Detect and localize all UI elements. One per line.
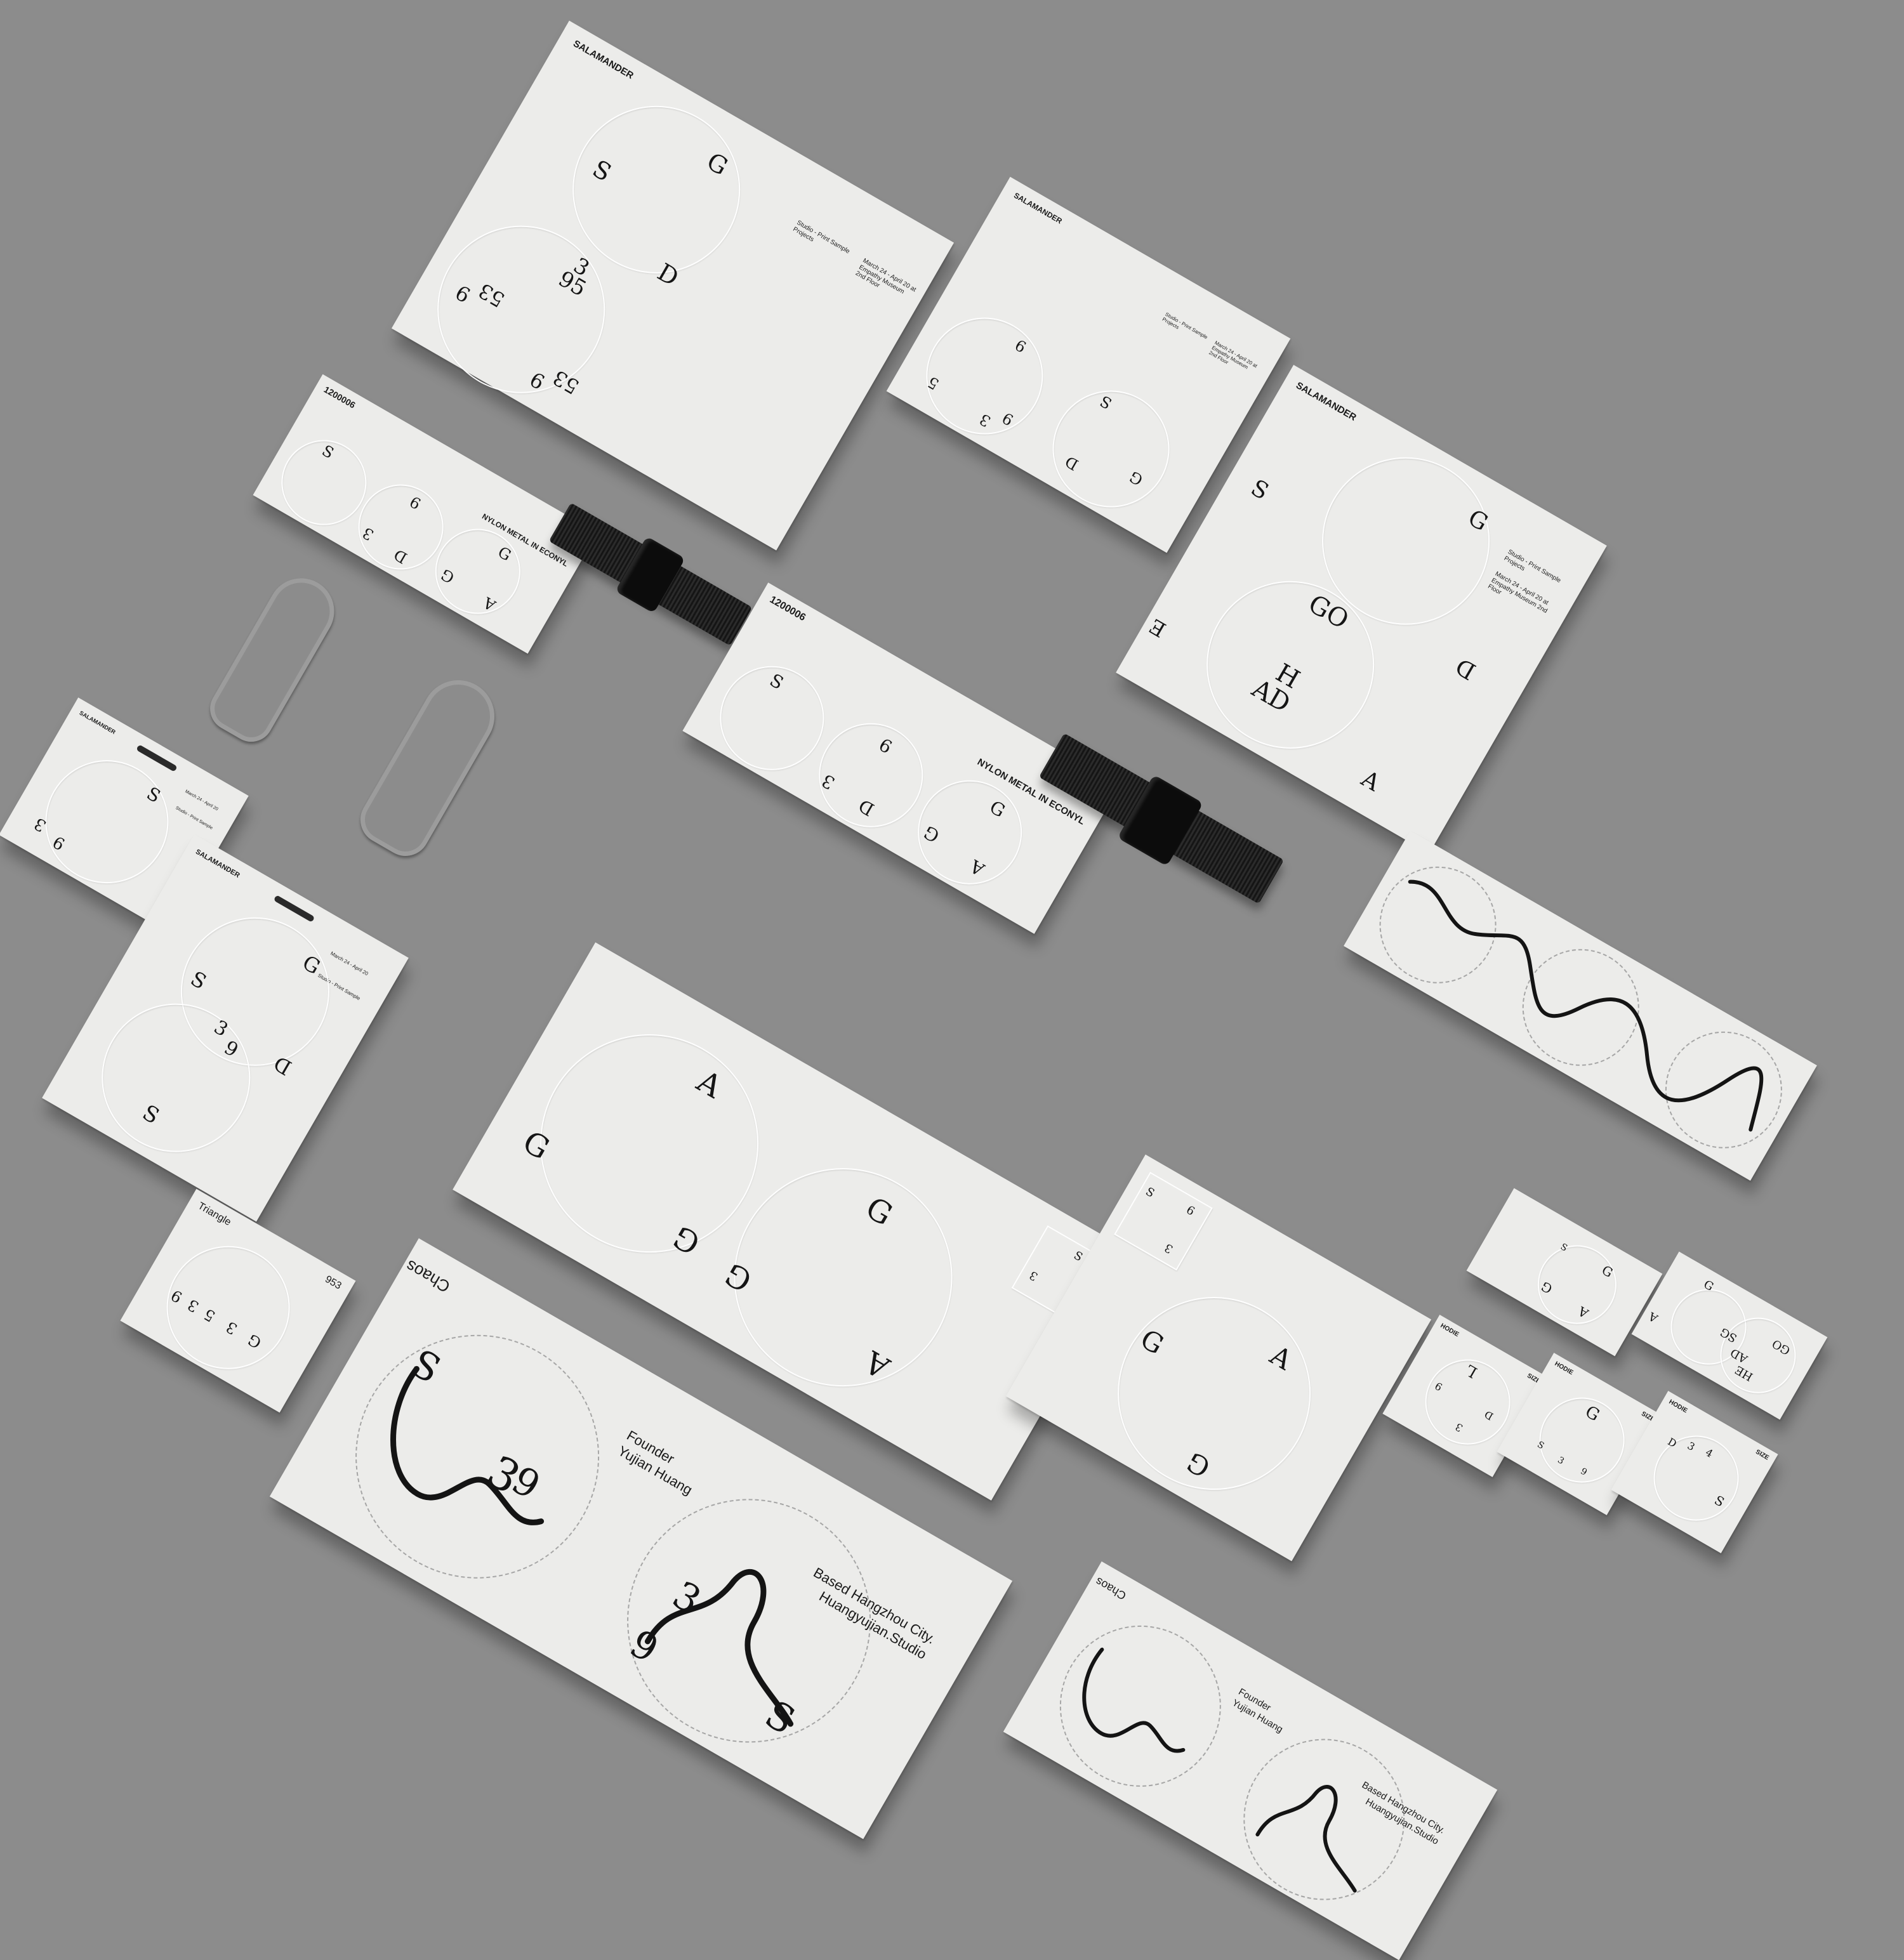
size-tag-name: HODIE xyxy=(1439,1322,1460,1339)
size-tag-name: HODIE xyxy=(1553,1360,1575,1377)
glyph: S xyxy=(1246,475,1273,506)
poster-medium-info-right: March 24 - April 20 at Empathy Museum 2n… xyxy=(1208,339,1259,371)
size-tag-circle xyxy=(1638,1420,1755,1537)
hang-loop-1[interactable] xyxy=(202,566,347,750)
triangle-number: 953 xyxy=(323,1273,343,1292)
poster-medium-circle-left xyxy=(904,296,1064,456)
triangle-circle xyxy=(144,1223,313,1392)
brand-label: SALAMANDER xyxy=(1294,379,1358,423)
chaos-squiggle-left xyxy=(1082,1647,1186,1753)
chaos-title: Chaos xyxy=(1093,1575,1128,1603)
tag-info-left: March 24 - April 20 xyxy=(184,789,219,812)
chaos-squiggle-right xyxy=(1255,1785,1357,1893)
poster-info-title: Studio - Print Sample Projects xyxy=(791,219,851,256)
poster-medium-circle-right xyxy=(1031,369,1191,529)
business-card-2: G GO A SG AD HE xyxy=(1631,1251,1828,1420)
label-code: 1200006 xyxy=(322,384,357,411)
brand-label: SALAMANDER xyxy=(194,848,241,880)
brand-label: SALAMANDER xyxy=(1012,190,1064,226)
glyph: E xyxy=(1145,614,1170,642)
poster-info-dates: March 24 - April 20 at Empathy Museum 2n… xyxy=(854,257,918,296)
size-tag-size: SIZE xyxy=(1754,1448,1770,1462)
glyph: A xyxy=(1356,765,1384,797)
biz-circle xyxy=(1523,1230,1631,1339)
envelope-stamp xyxy=(1114,1171,1213,1271)
chaos-title: Chaos xyxy=(402,1256,454,1297)
stationery-scene: SALAMANDER Studio - Print Sample Project… xyxy=(0,20,1828,1960)
svg-text:S: S xyxy=(757,1692,802,1744)
glyph: D xyxy=(1451,652,1481,685)
size-tag-name: HODIE xyxy=(1667,1398,1689,1415)
svg-text:S: S xyxy=(403,1341,448,1392)
tag-info-right: Studio - Print Sample xyxy=(175,805,214,831)
poster-medium-info-left: Studio - Print Sample Projects xyxy=(1161,311,1209,341)
chaos-squiggle-left: 3 9 S xyxy=(390,1341,548,1525)
strap-buckle xyxy=(1117,774,1203,867)
brand-label: SALAMANDER xyxy=(78,709,117,736)
tag-slot xyxy=(136,744,178,772)
square-envelope-circle xyxy=(1082,1261,1346,1525)
tag-slot xyxy=(273,895,315,923)
chaos-squiggle-right: 9 3 S xyxy=(623,1569,802,1744)
chaos-card-small: Chaos Founder Yujian Huang Based Hangzho… xyxy=(1003,1561,1498,1960)
chaos-card-large: Chaos Founder Yujian Huang Based Hangzho… xyxy=(269,1238,1013,1839)
tag-info-left: March 24 - April 20 xyxy=(329,950,369,977)
brand-label: SALAMANDER xyxy=(571,38,636,82)
label-code: 1200006 xyxy=(767,594,808,624)
banner-squiggle xyxy=(1408,879,1764,1132)
banner-card xyxy=(1344,831,1817,1181)
hang-tag-large: SALAMANDER March 24 - April 20 Studio - … xyxy=(42,834,409,1222)
strap-buckle xyxy=(615,536,685,614)
label-strap-1[interactable] xyxy=(548,503,753,646)
glyph: A xyxy=(1646,1309,1661,1325)
hang-loop-2[interactable] xyxy=(352,667,508,865)
triangle-card: Triangle 953 9 3 5 3 G xyxy=(120,1188,356,1413)
